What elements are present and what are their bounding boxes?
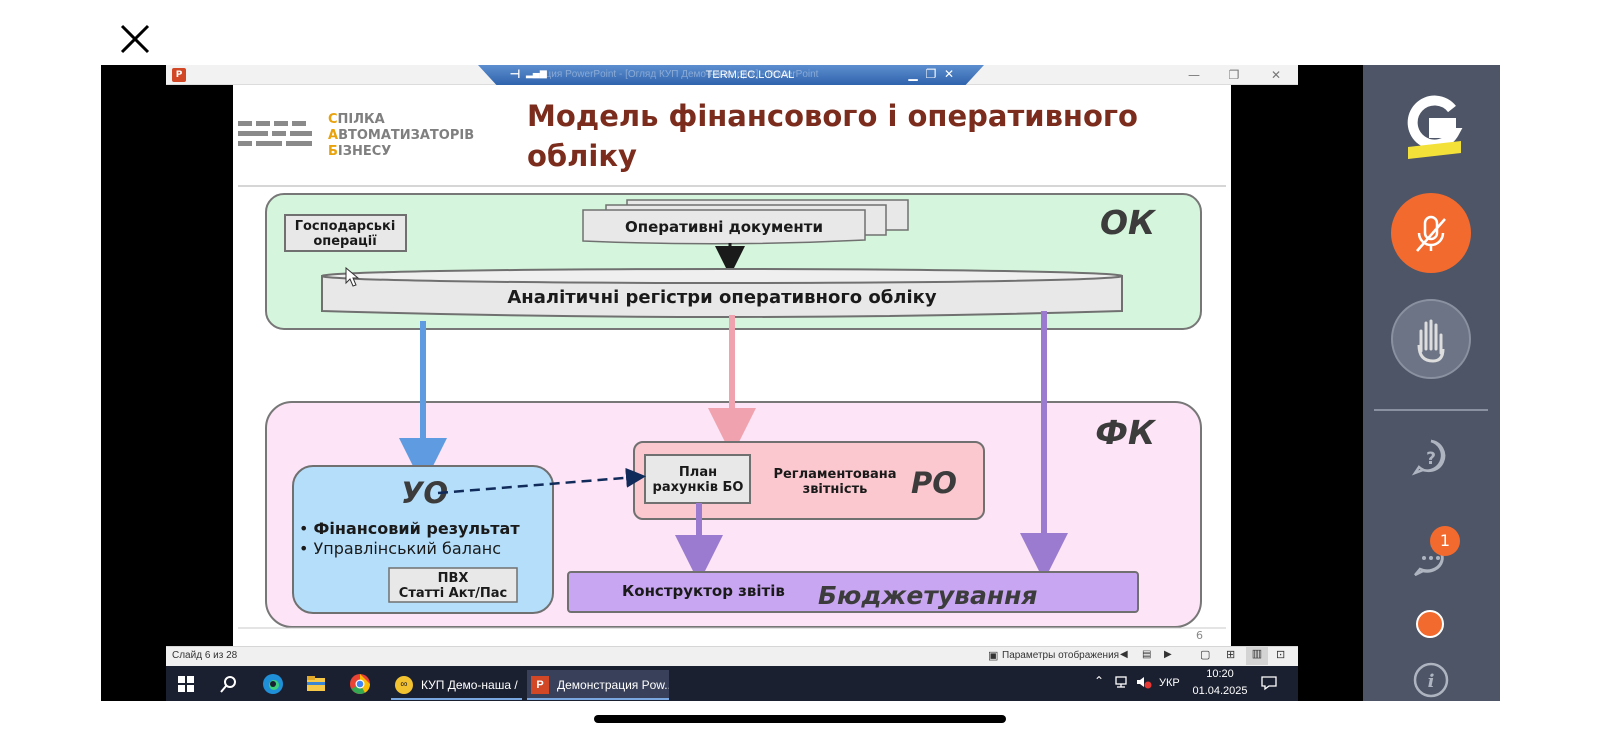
panel-divider <box>1374 409 1488 411</box>
slide: СПІЛКА АВТОМАТИЗАТОРІВ БІЗНЕСУ Модель фі… <box>233 85 1231 646</box>
microphone-off-icon <box>1416 215 1446 252</box>
slideshow-icon[interactable]: ⊡ <box>1276 649 1286 661</box>
notifications-icon[interactable] <box>1260 675 1278 691</box>
mouse-cursor-icon <box>345 266 360 287</box>
input-language[interactable]: УКР <box>1159 677 1180 689</box>
restore-button[interactable]: ❐ <box>1228 68 1240 82</box>
pvh-box <box>388 567 518 603</box>
report-constructor-label: Конструктор звітів <box>622 582 785 600</box>
budgeting-label: Бюджетування <box>818 581 1037 610</box>
gosp-operations-line-1: Господарські <box>295 219 396 234</box>
windows-start-icon[interactable] <box>174 672 198 696</box>
remote-connection-bar <box>478 65 984 87</box>
window-close-button[interactable]: ✕ <box>1270 68 1282 82</box>
slide-diagram: СПІЛКА АВТОМАТИЗАТОРІВ БІЗНЕСУ Модель фі… <box>238 99 1226 642</box>
question-help-icon[interactable]: ? <box>1411 437 1451 477</box>
reading-view-icon[interactable]: ▥ <box>1246 647 1268 665</box>
signal-icon: ▂▄▆ <box>526 69 547 79</box>
pvh-line-2: Статті Акт/Пас <box>399 586 507 601</box>
clock-date[interactable]: 01.04.2025 <box>1192 685 1248 697</box>
chrome-icon[interactable] <box>348 672 372 696</box>
powerpoint-icon: P <box>172 68 186 82</box>
logo-line-1: СПІЛКА <box>328 112 385 127</box>
display-settings-link[interactable]: Параметры отображения <box>1002 650 1120 661</box>
clock-time[interactable]: 10:20 <box>1206 668 1234 680</box>
loop-app-icon: ∞ <box>395 676 413 694</box>
ro-label: РО <box>911 466 957 500</box>
svg-text:i: i <box>1428 671 1435 692</box>
logo-line-2: АВТОМАТИЗАТОРІВ <box>328 128 474 143</box>
remote-host-title: TERM.EC.LOCAL <box>705 69 795 81</box>
next-slide-icon[interactable]: ▶ <box>1164 649 1172 660</box>
minimize-button[interactable]: — <box>1188 68 1200 82</box>
plan-accounts-line-1: План <box>679 465 717 480</box>
operative-documents-stack <box>582 199 909 245</box>
logo-line-3: БІЗНЕСУ <box>328 144 391 159</box>
slide-page-number: 6 <box>1196 629 1203 642</box>
search-icon[interactable] <box>217 672 241 696</box>
regulated-reporting-line-1: Регламентована <box>773 467 896 482</box>
mute-microphone-button[interactable] <box>1391 193 1471 273</box>
uo-bullet-1: • Фінансовий результат <box>299 519 520 538</box>
raise-hand-icon <box>1417 319 1445 363</box>
volume-muted-icon[interactable] <box>1135 675 1153 689</box>
g-logo <box>1407 95 1463 159</box>
dashed-arrow-to-plan <box>437 467 646 495</box>
regulated-reporting-line-2: звітність <box>803 482 868 497</box>
edge-browser-icon[interactable] <box>261 672 285 696</box>
normal-view-icon[interactable]: ▢ <box>1200 649 1211 661</box>
pin-icon[interactable]: ⊣ <box>509 67 521 81</box>
raise-hand-button[interactable] <box>1391 299 1471 379</box>
slide-title-line-2: обліку <box>527 139 637 173</box>
close-icon[interactable] <box>118 22 152 56</box>
chat-unread-badge: 1 <box>1430 526 1460 556</box>
previous-slide-icon[interactable]: ◀ <box>1120 649 1128 660</box>
budget-bar <box>567 571 1139 613</box>
gosp-operations-line-2: операції <box>313 234 377 249</box>
taskbar-app-kup-label: КУП Демо-наша / ... <box>421 678 522 692</box>
operative-documents-label: Оперативні документи <box>625 218 823 236</box>
rdp-close-button[interactable]: ✕ <box>943 67 955 81</box>
home-indicator <box>594 715 1006 723</box>
network-icon[interactable] <box>1114 675 1130 689</box>
info-icon[interactable]: i <box>1411 660 1451 700</box>
recording-indicator <box>1416 610 1444 638</box>
registers-cylinder <box>321 268 1123 318</box>
fk-label: ФК <box>1095 413 1157 452</box>
svg-text:?: ? <box>1426 449 1436 469</box>
rdp-restore-button[interactable]: ❐ <box>925 67 937 81</box>
taskbar-app-kup[interactable]: ∞ КУП Демо-наша / ... <box>391 670 522 700</box>
slide-sorter-icon[interactable]: ⊞ <box>1226 649 1236 661</box>
taskbar-app-powerpoint[interactable]: P Демонстрация Pow... <box>527 670 669 700</box>
rdp-minimize-button[interactable]: ▁ <box>908 67 918 81</box>
gosp-operations-box <box>284 214 407 252</box>
plan-accounts-line-2: рахунків БО <box>653 480 744 495</box>
powerpoint-status-bar: Слайд 6 из 28 ▣ Параметры отображения ◀ … <box>166 646 1298 666</box>
powerpoint-icon: P <box>531 676 549 694</box>
display-settings-icon[interactable]: ▣ <box>988 650 999 662</box>
slide-counter: Слайд 6 из 28 <box>172 650 238 661</box>
slide-menu-icon[interactable]: ▤ <box>1142 649 1152 660</box>
faded-window-title: ация PowerPoint - [Огляд КУП Демо-наша.p… <box>540 69 819 80</box>
chevron-up-icon[interactable]: ⌃ <box>1094 674 1105 688</box>
pvh-line-1: ПВХ <box>438 571 469 586</box>
registers-label: Аналітичні регістри оперативного обліку <box>507 287 936 308</box>
meeting-side-panel <box>1363 65 1500 701</box>
slide-title-line-1: Модель фінансового і оперативного <box>527 99 1138 133</box>
logo-graphic <box>238 121 312 146</box>
file-explorer-icon[interactable] <box>304 672 328 696</box>
ok-label: ОК <box>1100 203 1157 242</box>
uo-bullet-2: • Управлінський баланс <box>299 539 501 558</box>
taskbar-app-powerpoint-label: Демонстрация Pow... <box>557 678 669 692</box>
